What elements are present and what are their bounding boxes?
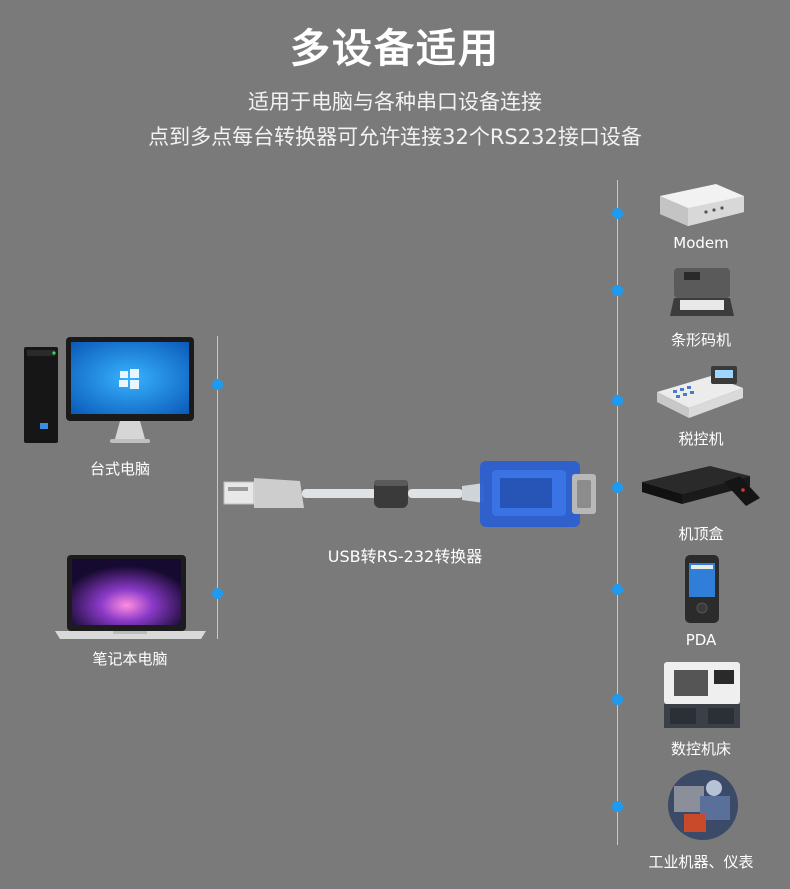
usb-rs232-cable-icon (223, 461, 596, 527)
industrial-instrument-icon (668, 770, 738, 840)
right-connection-line (617, 180, 618, 845)
desktop-computer-label: 台式电脑 (89, 460, 150, 478)
modem-label: Modem (673, 234, 729, 252)
industrial-instrument-label: 工业机器、仪表 (648, 853, 754, 871)
cash-register-label: 税控机 (678, 430, 724, 448)
desktop-computer-icon (24, 337, 194, 443)
subtitle-line-1: 适用于电脑与各种串口设备连接 (248, 90, 542, 114)
subtitle-line-2: 点到多点每台转换器可允许连接32个RS232接口设备 (148, 125, 642, 149)
right-connection-dot-cnc (612, 694, 623, 705)
cnc-machine-label: 数控机床 (670, 740, 731, 758)
barcode-printer-icon (670, 268, 734, 316)
laptop-label: 笔记本电脑 (92, 650, 168, 668)
pda-label: PDA (685, 631, 717, 649)
modem-icon (660, 184, 744, 226)
left-connection-dot-desktop (212, 379, 223, 390)
set-top-box-icon (642, 466, 760, 506)
pda-icon (685, 555, 719, 623)
cash-register-icon (657, 366, 743, 418)
barcode-printer-label: 条形码机 (670, 331, 731, 349)
right-connection-dot-set-top-box (612, 482, 623, 493)
right-connection-dot-barcode (612, 285, 623, 296)
right-connection-dot-cash-register (612, 395, 623, 406)
laptop-icon (55, 555, 206, 639)
converter-label: USB转RS-232转换器 (327, 547, 483, 566)
left-connection-dot-laptop (212, 588, 223, 599)
right-connection-dot-pda (612, 584, 623, 595)
page-title: 多设备适用 (290, 26, 500, 72)
right-connection-dot-industrial (612, 801, 623, 812)
right-connection-dot-modem (612, 208, 623, 219)
cnc-machine-icon (664, 662, 740, 728)
left-connection-line (217, 336, 218, 639)
set-top-box-label: 机顶盒 (678, 525, 724, 543)
